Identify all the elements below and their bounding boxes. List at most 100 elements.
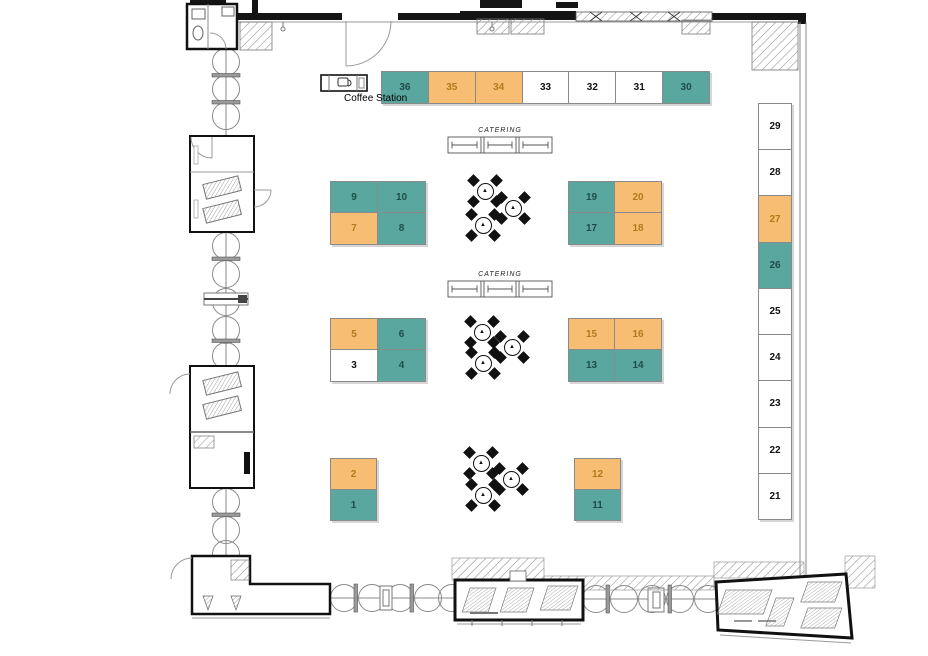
booth-15[interactable]: 15 (569, 319, 615, 350)
booth-27[interactable]: 27 (759, 196, 791, 243)
chair-diamond-icon (463, 446, 476, 459)
chair-diamond-icon (486, 446, 499, 459)
booth-19[interactable]: 19 (569, 182, 615, 213)
right-wall (799, 22, 807, 589)
booth-13[interactable]: 13 (569, 350, 615, 381)
chair-diamond-icon (517, 330, 530, 343)
booth-18[interactable]: 18 (615, 213, 661, 244)
booth-island-mid-left: 5 6 3 4 (330, 318, 426, 382)
booth-pair-bottom-left: 2 1 (330, 458, 377, 521)
chair-diamond-icon (465, 499, 478, 512)
booth-4[interactable]: 4 (378, 350, 425, 381)
booth-5[interactable]: 5 (331, 319, 378, 350)
chair-diamond-icon (518, 191, 531, 204)
booth-36[interactable]: 36 (382, 72, 429, 103)
booth-12[interactable]: 12 (575, 459, 620, 490)
chair-diamond-icon (518, 212, 531, 225)
chair-diamond-icon (467, 195, 480, 208)
booth-23[interactable]: 23 (759, 381, 791, 428)
chair-diamond-icon (465, 229, 478, 242)
chair-diamond-icon (465, 346, 478, 359)
round-table-set: ▲ (465, 207, 501, 243)
restroom-room (185, 2, 273, 51)
chair-diamond-icon (516, 462, 529, 475)
bottom-hatch-bands (451, 555, 876, 591)
booth-row-top: 36 35 34 33 32 31 30 (381, 71, 710, 104)
booth-25[interactable]: 25 (759, 288, 791, 336)
chair-diamond-icon (465, 478, 478, 491)
chair-diamond-icon (464, 315, 477, 328)
chair-diamond-icon (467, 174, 480, 187)
booth-pair-bottom-right: 12 11 (574, 458, 621, 521)
booth-island-top-left: 9 10 7 8 (330, 181, 426, 245)
booth-33[interactable]: 33 (522, 72, 570, 103)
top-wall (190, 0, 806, 71)
booth-17[interactable]: 17 (569, 213, 615, 244)
chair-diamond-icon (488, 499, 501, 512)
round-table-icon: ▲ (503, 338, 521, 356)
booth-16[interactable]: 16 (615, 319, 661, 350)
round-table-set: ▲ (467, 173, 503, 209)
booth-9[interactable]: 9 (331, 182, 378, 213)
booth-20[interactable]: 20 (615, 182, 661, 213)
booth-22[interactable]: 22 (759, 427, 791, 474)
round-table-icon: ▲ (502, 470, 520, 488)
booth-6[interactable]: 6 (378, 319, 425, 350)
round-table-set: ▲ (464, 314, 500, 350)
catering-label-2: CATERING (478, 271, 522, 278)
booth-10[interactable]: 10 (378, 182, 425, 213)
coffee-machine-icon (320, 74, 368, 92)
catering-label-1: CATERING (478, 127, 522, 134)
chair-diamond-icon (516, 483, 529, 496)
booth-24[interactable]: 24 (759, 335, 791, 382)
booth-26[interactable]: 26 (759, 242, 791, 289)
booth-7[interactable]: 7 (331, 213, 378, 244)
round-table-set: ▲ (493, 461, 529, 497)
booth-28[interactable]: 28 (759, 150, 791, 197)
round-table-set: ▲ (465, 477, 501, 513)
chair-diamond-icon (494, 330, 507, 343)
booth-3[interactable]: 3 (331, 350, 378, 381)
booth-29[interactable]: 29 (759, 104, 791, 151)
chair-diamond-icon (488, 478, 501, 491)
booth-14[interactable]: 14 (615, 350, 661, 381)
round-table-icon: ▲ (476, 182, 494, 200)
booth-8[interactable]: 8 (378, 213, 425, 244)
round-table-icon: ▲ (504, 199, 522, 217)
entry-door (345, 20, 392, 67)
booth-1[interactable]: 1 (331, 490, 376, 520)
chair-diamond-icon (495, 191, 508, 204)
round-table-icon: ▲ (474, 216, 492, 234)
booth-21[interactable]: 21 (759, 473, 791, 519)
coffee-station-label: Coffee Station (344, 93, 408, 104)
booth-31[interactable]: 31 (616, 72, 664, 103)
auditorium-2 (714, 572, 854, 644)
chair-diamond-icon (487, 315, 500, 328)
chair-diamond-icon (465, 208, 478, 221)
round-table-icon: ▲ (474, 486, 492, 504)
booth-35[interactable]: 35 (428, 72, 476, 103)
round-table-icon: ▲ (473, 323, 491, 341)
booth-30[interactable]: 30 (663, 72, 710, 103)
stair-room-upper (189, 135, 272, 233)
booth-34[interactable]: 34 (475, 72, 523, 103)
booth-island-top-right: 19 20 17 18 (568, 181, 662, 245)
booth-32[interactable]: 32 (569, 72, 617, 103)
auditorium-1 (453, 570, 585, 626)
booth-column-right: 29 28 27 26 25 24 23 22 21 (758, 103, 792, 520)
round-table-set: ▲ (463, 445, 499, 481)
chair-diamond-icon (490, 174, 503, 187)
chair-diamond-icon (517, 351, 530, 364)
booth-11[interactable]: 11 (575, 490, 620, 520)
round-table-set: ▲ (465, 345, 501, 381)
booth-2[interactable]: 2 (331, 459, 376, 490)
chair-diamond-icon (488, 229, 501, 242)
stair-room-lower (169, 365, 255, 489)
round-table-set: ▲ (494, 329, 530, 365)
chair-diamond-icon (465, 367, 478, 380)
catering-counter (447, 136, 553, 154)
chair-diamond-icon (488, 346, 501, 359)
round-table-icon: ▲ (474, 354, 492, 372)
